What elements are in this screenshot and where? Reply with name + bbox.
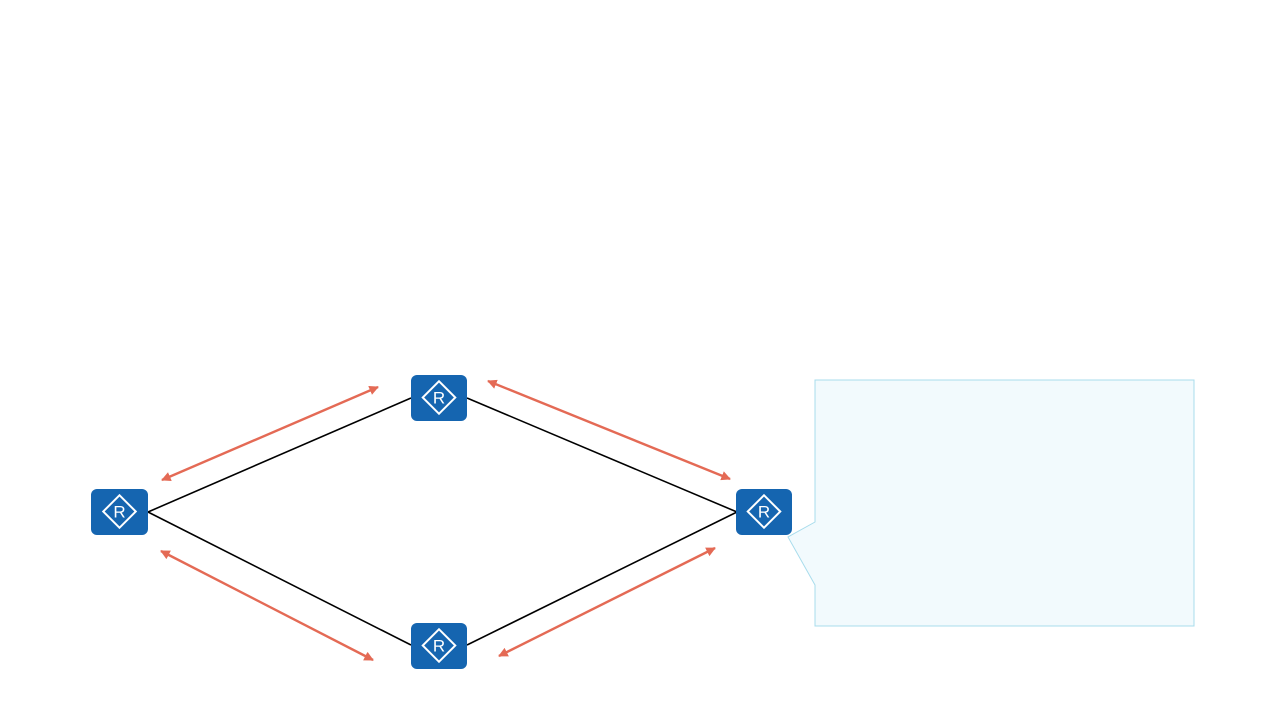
router-body bbox=[91, 489, 148, 535]
router-body bbox=[411, 623, 467, 669]
router-icon bbox=[421, 627, 457, 664]
link-left-bottom bbox=[147, 511, 412, 646]
router-label: R bbox=[433, 637, 445, 656]
router-bottom[interactable]: R bbox=[411, 623, 467, 669]
link-group bbox=[147, 397, 738, 646]
arrow-bottom-right bbox=[498, 546, 716, 658]
link-bottom-right bbox=[466, 511, 738, 646]
router-right[interactable]: R bbox=[736, 489, 792, 535]
router-top[interactable]: R bbox=[411, 375, 467, 421]
router-label: R bbox=[113, 503, 125, 522]
router-icon bbox=[101, 493, 138, 530]
router-body bbox=[736, 489, 792, 535]
arrow-group bbox=[160, 379, 731, 662]
router-icon bbox=[421, 379, 457, 416]
router-label: R bbox=[433, 389, 445, 408]
router-icon bbox=[746, 493, 782, 530]
router-label: R bbox=[758, 503, 770, 522]
arrow-top-right bbox=[487, 379, 731, 481]
arrow-left-top bbox=[161, 385, 379, 482]
router-left[interactable]: R bbox=[91, 489, 148, 535]
link-top-right bbox=[466, 397, 738, 513]
router-body bbox=[411, 375, 467, 421]
callout-box bbox=[787, 379, 1195, 627]
link-left-top bbox=[147, 397, 412, 513]
arrow-left-bottom bbox=[160, 549, 374, 662]
